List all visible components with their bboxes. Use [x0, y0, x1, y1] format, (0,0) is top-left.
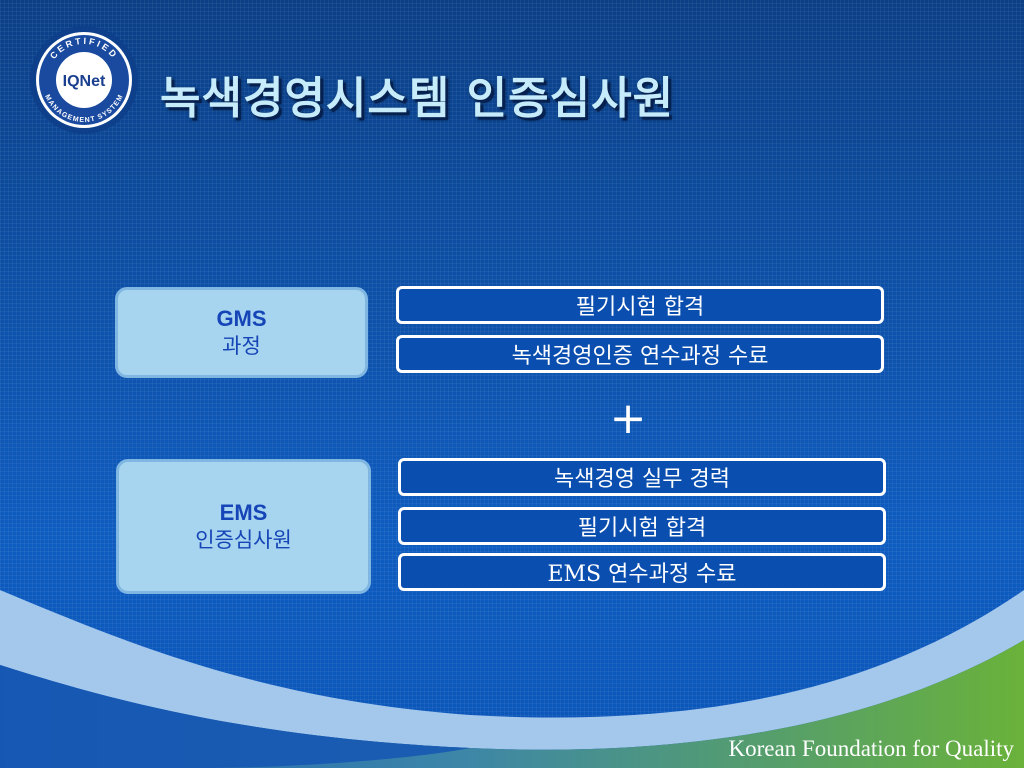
gms-requirement-written-exam: 필기시험 합격 [396, 286, 884, 324]
ems-label-en: EMS [219, 499, 268, 525]
ems-requirement-written-exam: 필기시험 합격 [398, 507, 886, 545]
ems-auditor-box: EMS 인증심사원 [116, 459, 371, 594]
gms-label-ko: 과정 [222, 333, 261, 358]
ems-label-ko: 인증심사원 [195, 527, 292, 552]
ems-requirement-work-experience: 녹색경영 실무 경력 [398, 458, 886, 496]
plus-sign: + [609, 393, 647, 444]
gms-course-box: GMS 과정 [115, 287, 368, 378]
gms-label-en: GMS [216, 305, 267, 331]
slide-title: 녹색경영시스템 인증심사원 [160, 73, 675, 124]
iqnet-certified-logo-icon: CERTIFIED MANAGEMENT SYSTEM IQNet [30, 26, 138, 134]
logo-brand: IQNet [63, 73, 106, 90]
footer-organization: Korean Foundation for Quality [728, 736, 1014, 761]
gms-requirement-training-course: 녹색경영인증 연수과정 수료 [396, 335, 884, 373]
ems-requirement-training-course: EMS 연수과정 수료 [398, 553, 886, 591]
